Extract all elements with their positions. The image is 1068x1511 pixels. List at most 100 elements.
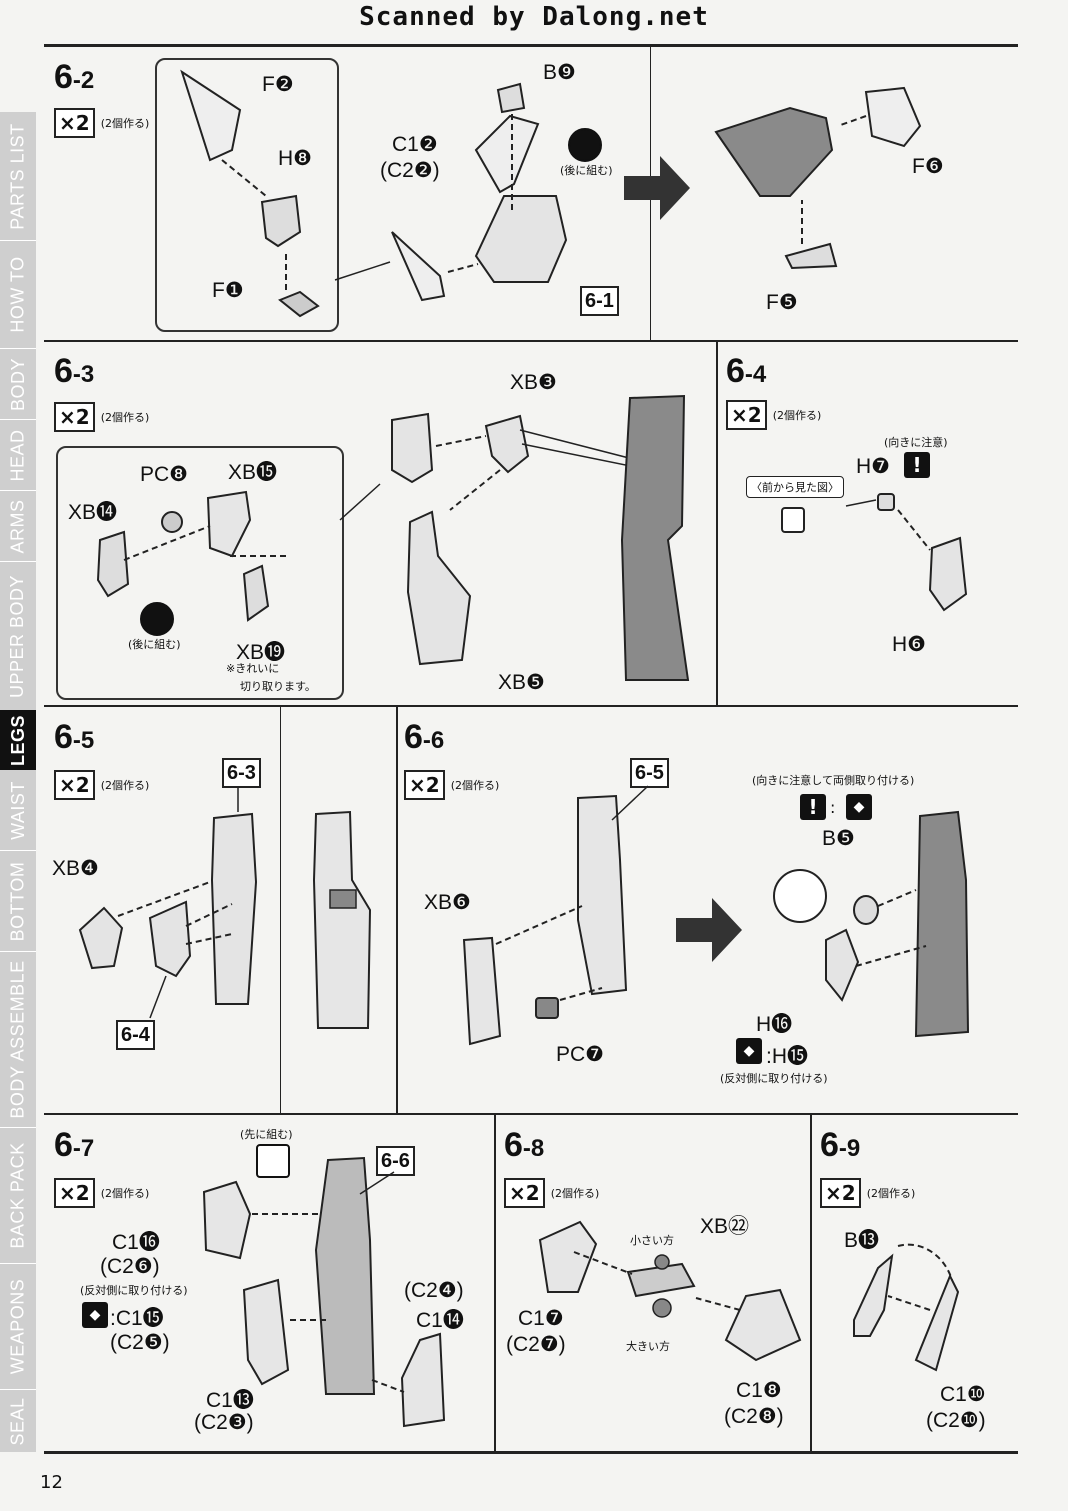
label-xb22: XB㉒ xyxy=(700,1215,750,1238)
note-back: (後に組む) xyxy=(560,164,613,177)
label-pc8: PC❽ xyxy=(140,463,188,486)
note-small-side: 小さい方 xyxy=(630,1234,674,1247)
step-6-6-title: 6-6 xyxy=(404,718,445,756)
step-6-3-panel xyxy=(44,342,718,707)
detail-inset xyxy=(56,446,344,700)
scan-credit: Scanned by Dalong.net xyxy=(359,2,709,32)
label-f2: F❷ xyxy=(262,73,294,96)
tab-seal[interactable]: SEAL xyxy=(7,1396,28,1446)
tab-bottom[interactable]: BOTTOM xyxy=(7,861,28,941)
tab-legs[interactable]: LEGS xyxy=(0,710,36,770)
mirror-icon: ◆ xyxy=(846,794,872,820)
label-c2-4: (C2❹) xyxy=(404,1279,464,1302)
step-6-4-title: 6-4 xyxy=(726,352,767,390)
label-c1-13: C1⓭ xyxy=(206,1389,254,1412)
note-cut-2: 切り取ります。 xyxy=(240,680,316,693)
step-6-8-qty: ×2(2個作る) xyxy=(504,1178,599,1208)
label-h6: H❻ xyxy=(892,633,926,656)
step-6-6-panel xyxy=(398,707,1018,1115)
label-c2-7: (C2❼) xyxy=(506,1333,566,1356)
note-opposite-side: (反対側に取り付ける) xyxy=(720,1072,828,1085)
label-c1-15: :C1⓯ xyxy=(110,1307,164,1330)
note-front-view: 〈前から見た図〉 xyxy=(746,476,844,498)
step-6-6-qty: ×2(2個作る) xyxy=(404,770,499,800)
label-c1-16: C1⓰ xyxy=(112,1231,160,1254)
tab-how-to[interactable]: HOW TO xyxy=(7,256,28,333)
label-pc7: PC❼ xyxy=(556,1043,604,1066)
label-c2-8: (C2❽) xyxy=(724,1405,784,1428)
tab-weapons[interactable]: WEAPONS xyxy=(7,1278,28,1375)
step-6-5-panel xyxy=(44,707,398,1115)
ref-6-4: 6-4 xyxy=(116,1020,155,1050)
label-xb3: XB❸ xyxy=(510,371,557,394)
label-xb14: XB⓮ xyxy=(68,501,118,524)
label-xb6: XB❻ xyxy=(424,891,471,914)
label-h8: H❽ xyxy=(278,147,312,170)
step-6-2-title: 6-2 xyxy=(54,58,95,96)
step-6-3-title: 6-3 xyxy=(54,352,95,390)
note-opposite-side: (反対側に取り付ける) xyxy=(80,1284,188,1297)
step-6-9-title: 6-9 xyxy=(820,1126,861,1164)
side-tab-bar: PARTS LIST HOW TO BODY HEAD ARMS UPPER B… xyxy=(0,112,36,1452)
note-cut: ※きれいに xyxy=(226,662,280,675)
label-b13: B⓭ xyxy=(844,1229,880,1252)
label-f1: F❶ xyxy=(212,279,244,302)
first-assembly-icon xyxy=(256,1144,290,1178)
mirror-icon: ◆ xyxy=(736,1038,762,1064)
tab-body[interactable]: BODY xyxy=(7,357,28,411)
label-xb15: XB⓯ xyxy=(228,461,278,484)
tab-parts-list[interactable]: PARTS LIST xyxy=(7,122,28,230)
warning-icon: ! xyxy=(904,452,930,478)
note-first: (先に組む) xyxy=(240,1128,293,1141)
label-c2-10: (C2❿) xyxy=(926,1409,986,1432)
note-both-sides: (向きに注意して両側取り付ける) xyxy=(752,774,915,787)
step-6-7-title: 6-7 xyxy=(54,1126,95,1164)
label-c1-2: C1❷ xyxy=(392,133,438,156)
step-6-2-panel xyxy=(44,47,1018,342)
ref-6-5: 6-5 xyxy=(630,758,669,788)
label-xb19: XB⓳ xyxy=(236,641,286,664)
tab-body-assemble[interactable]: BODY ASSEMBLE xyxy=(7,960,28,1119)
label-b5: B❺ xyxy=(822,827,855,850)
step-6-3-qty: ×2(2個作る) xyxy=(54,402,149,432)
step-6-2-qty: ×2(2個作る) xyxy=(54,108,149,138)
label-h16: H⓰ xyxy=(756,1013,793,1036)
label-xb5: XB❺ xyxy=(498,671,545,694)
ref-6-3: 6-3 xyxy=(222,758,261,788)
label-c2-5: (C2❺) xyxy=(110,1331,170,1354)
step-6-9-panel xyxy=(812,1115,1018,1453)
page-number: 12 xyxy=(40,1472,63,1493)
step-6-5-title: 6-5 xyxy=(54,718,95,756)
label-h7: H❼ xyxy=(856,455,890,478)
tab-waist[interactable]: WAIST xyxy=(7,780,28,840)
divider xyxy=(650,47,651,342)
label-c1-10: C1❿ xyxy=(940,1383,986,1406)
label-c1-7: C1❼ xyxy=(518,1307,564,1330)
step-6-4-qty: ×2(2個作る) xyxy=(726,400,821,430)
label-c1-14: C1⓮ xyxy=(416,1309,464,1332)
detail-inset xyxy=(155,58,339,332)
mirror-icon: ◆ xyxy=(82,1302,108,1328)
step-6-5-qty: ×2(2個作る) xyxy=(54,770,149,800)
label-c1-8: C1❽ xyxy=(736,1379,782,1402)
warning-icon: ! xyxy=(800,794,826,820)
tab-arms[interactable]: ARMS xyxy=(7,498,28,554)
label-b9: B❾ xyxy=(543,61,576,84)
tab-upper-body[interactable]: UPPER BODY xyxy=(7,574,28,698)
ref-6-1: 6-1 xyxy=(580,286,619,316)
label-f5: F❺ xyxy=(766,291,798,314)
note-large-side: 大きい方 xyxy=(626,1340,670,1353)
step-6-9-qty: ×2(2個作る) xyxy=(820,1178,915,1208)
divider xyxy=(280,707,281,1115)
step-6-8-title: 6-8 xyxy=(504,1126,545,1164)
bottom-rule xyxy=(44,1452,1018,1454)
label-xb4: XB❹ xyxy=(52,857,99,880)
note-back: (後に組む) xyxy=(128,638,181,651)
label-c2-3: (C2❸) xyxy=(194,1411,254,1434)
step-6-4-panel xyxy=(718,342,1018,707)
note-orientation: (向きに注意) xyxy=(884,436,948,449)
back-assembly-icon xyxy=(568,128,602,162)
tab-back-pack[interactable]: BACK PACK xyxy=(7,1142,28,1249)
back-assembly-icon xyxy=(140,602,174,636)
tab-head[interactable]: HEAD xyxy=(7,428,28,482)
